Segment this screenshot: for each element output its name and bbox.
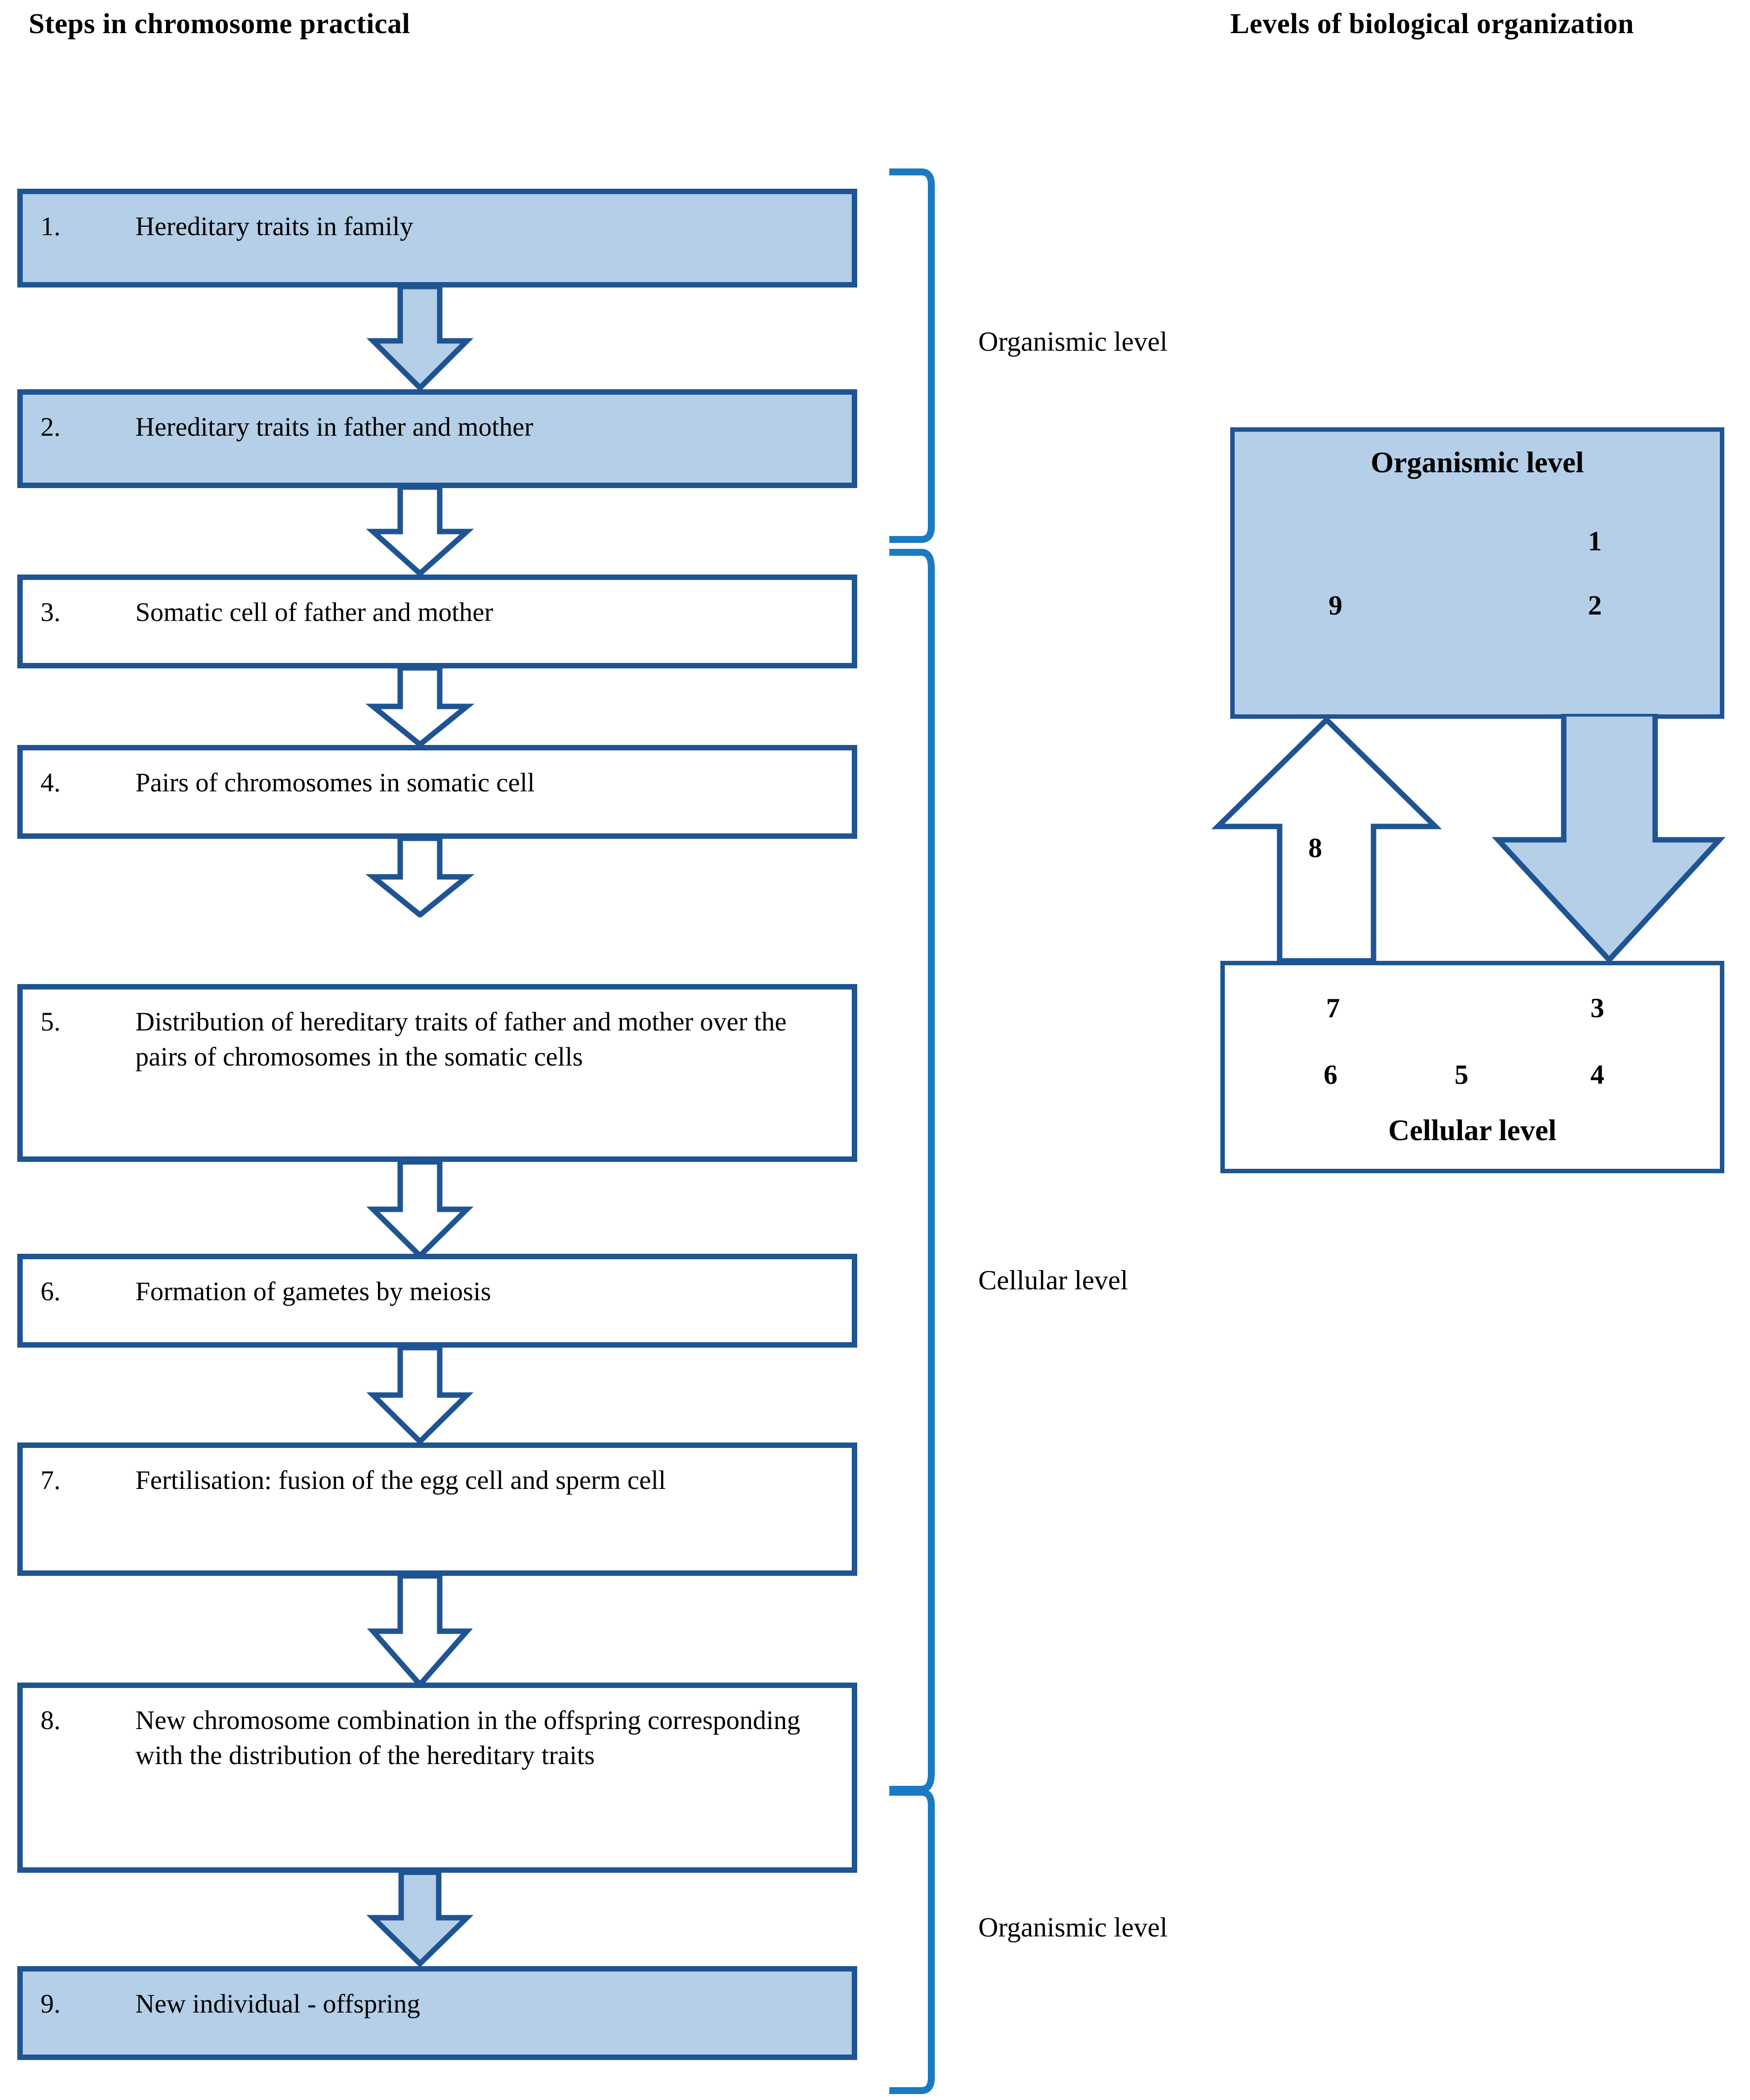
flow-arrow-1-to-2 <box>366 287 474 390</box>
flow-step-text: Somatic cell of father and mother <box>135 597 494 627</box>
flow-arrow-8-to-9 <box>366 1872 474 1966</box>
organismic-level-title: Organismic level <box>1371 446 1584 479</box>
page-title-left: Steps in chromosome practical <box>29 7 411 40</box>
flow-step-box-9[interactable]: 9. New individual - offspring <box>17 1966 857 2060</box>
bracket-cellular <box>889 549 935 1793</box>
flow-step-number: 9. <box>41 1989 61 2018</box>
organismic-number-1: 1 <box>1588 526 1602 557</box>
flow-step-text: Distribution of hereditary traits of fat… <box>135 1007 787 1072</box>
flow-step-text: Formation of gametes by meiosis <box>135 1276 491 1306</box>
up-arrow-label-8: 8 <box>1308 833 1322 864</box>
flow-step-box-2[interactable]: 2. Hereditary traits in father and mothe… <box>17 389 857 488</box>
flow-step-box-5[interactable]: 5. Distribution of hereditary traits of … <box>17 984 857 1162</box>
flow-step-box-4[interactable]: 4. Pairs of chromosomes in somatic cell <box>17 745 857 839</box>
cellular-level-title: Cellular level <box>1388 1114 1557 1147</box>
flow-step-text: Pairs of chromosomes in somatic cell <box>135 768 535 797</box>
flow-step-text: New individual - offspring <box>135 1989 420 2018</box>
cellular-number-3: 3 <box>1590 993 1604 1024</box>
flow-step-number: 4. <box>41 768 61 797</box>
flow-arrow-2-to-3 <box>366 487 474 576</box>
flow-step-number: 3. <box>41 597 61 627</box>
flow-step-text: Hereditary traits in father and mother <box>135 412 534 442</box>
flow-step-number: 1. <box>41 211 61 241</box>
flow-step-box-1[interactable]: 1. Hereditary traits in family <box>17 189 857 288</box>
flow-arrow-6-to-7 <box>366 1348 474 1444</box>
cellular-number-4: 4 <box>1590 1060 1604 1090</box>
level-label-organismic-bottom: Organismic level <box>978 1912 1168 1943</box>
page-title-right: Levels of biological organization <box>1230 7 1634 40</box>
flow-step-box-7[interactable]: 7. Fertilisation: fusion of the egg cell… <box>17 1442 857 1576</box>
bracket-organismic-bottom <box>889 1789 935 2094</box>
cellular-number-6: 6 <box>1324 1060 1337 1090</box>
flow-step-text: Fertilisation: fusion of the egg cell an… <box>135 1465 666 1495</box>
flow-step-number: 8. <box>41 1705 61 1735</box>
level-label-organismic-top: Organismic level <box>978 327 1168 357</box>
flow-arrow-3-to-4 <box>366 668 474 747</box>
flow-arrow-7-to-8 <box>367 1576 473 1687</box>
up-arrow-cellular-to-organismic <box>1211 716 1442 964</box>
level-label-cellular: Cellular level <box>978 1265 1128 1296</box>
flow-step-box-8[interactable]: 8. New chromosome combination in the off… <box>17 1683 857 1873</box>
bracket-organismic-top <box>889 168 935 543</box>
levels-of-organization-diagram: Organismic level 1 9 2 8 7 3 6 5 4 Cellu… <box>1210 415 1734 1186</box>
flow-arrow-4-to-5 <box>366 838 474 917</box>
flow-step-box-6[interactable]: 6. Formation of gametes by meiosis <box>17 1254 857 1348</box>
cellular-number-5: 5 <box>1455 1060 1468 1090</box>
flow-step-text: New chromosome combination in the offspr… <box>135 1705 800 1771</box>
organismic-number-2: 2 <box>1588 590 1602 621</box>
flow-arrow-5-to-6 <box>366 1162 474 1258</box>
organismic-level-box[interactable]: Organismic level 1 9 2 <box>1230 427 1724 719</box>
cellular-number-7: 7 <box>1326 993 1340 1024</box>
flow-step-number: 6. <box>41 1276 61 1306</box>
flow-step-number: 2. <box>41 412 61 442</box>
flow-step-number: 7. <box>41 1465 61 1495</box>
cellular-level-box[interactable]: 7 3 6 5 4 Cellular level <box>1220 961 1724 1173</box>
flow-step-number: 5. <box>41 1007 61 1036</box>
flow-step-box-3[interactable]: 3. Somatic cell of father and mother <box>17 575 857 668</box>
down-arrow-organismic-to-cellular <box>1492 714 1726 964</box>
organismic-number-9: 9 <box>1329 590 1342 621</box>
flow-step-text: Hereditary traits in family <box>135 211 414 241</box>
